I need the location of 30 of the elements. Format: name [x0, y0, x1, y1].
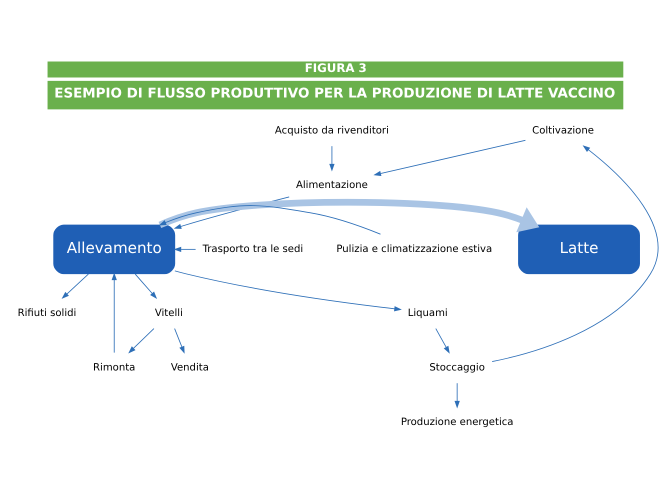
- arrow: [112, 272, 117, 354]
- arrow: [435, 328, 450, 354]
- node-box: Allevamento: [53, 224, 176, 274]
- arrow: [62, 274, 89, 299]
- node-text: Pulizia e climatizzazione estiva: [336, 244, 492, 255]
- arrow: [329, 146, 335, 172]
- node-text: Acquisto da rivenditori: [274, 125, 389, 136]
- label: FIGURA 3: [304, 60, 367, 75]
- node-text: Trasporto tra le sedi: [202, 244, 304, 255]
- node-text: Coltivazione: [532, 125, 594, 136]
- arrow: [128, 328, 154, 354]
- arrow: [492, 145, 658, 362]
- arrow: [174, 328, 185, 354]
- arrow: [158, 198, 540, 232]
- arrow: [158, 205, 381, 235]
- arrow: [174, 270, 402, 312]
- diagram-title: ESEMPIO DI FLUSSO PRODUTTIVO PER LA PRODUZIONE DI LATTE VACCINO: [54, 86, 616, 102]
- node-text: Rimonta: [93, 362, 136, 374]
- node-text: Stoccaggio: [429, 362, 485, 374]
- node-text: Alimentazione: [296, 180, 368, 192]
- node-text: Liquami: [408, 308, 448, 319]
- arrow: [174, 246, 196, 252]
- node-box: Latte: [518, 224, 640, 274]
- node-text: Vitelli: [154, 308, 183, 319]
- node-text: Produzione energetica: [400, 417, 514, 428]
- node-text: Rifiuti solidi: [18, 308, 76, 319]
- arrow: [454, 382, 460, 408]
- arrow: [373, 140, 526, 176]
- node-text: Vendita: [170, 362, 209, 374]
- arrow: [134, 274, 158, 299]
